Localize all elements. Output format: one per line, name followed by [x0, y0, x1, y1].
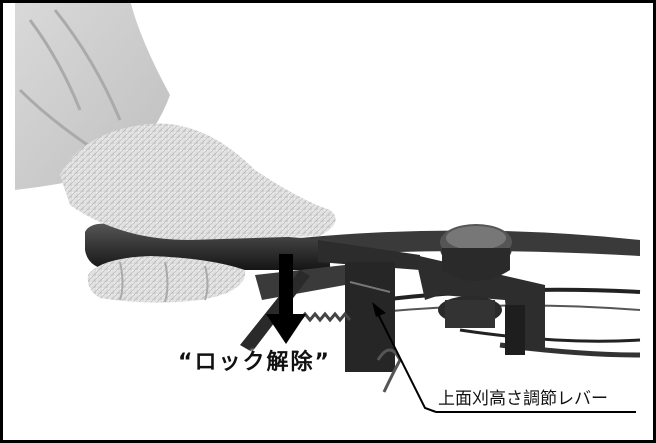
height-adjust-lever-label: 上面刈高さ調節レバー — [438, 389, 608, 409]
spring — [298, 311, 352, 323]
down-arrow-icon — [266, 254, 306, 344]
pointer-arrow-icon — [372, 302, 636, 413]
unlock-label: “ロック解除” — [178, 350, 331, 375]
glove — [60, 123, 336, 240]
